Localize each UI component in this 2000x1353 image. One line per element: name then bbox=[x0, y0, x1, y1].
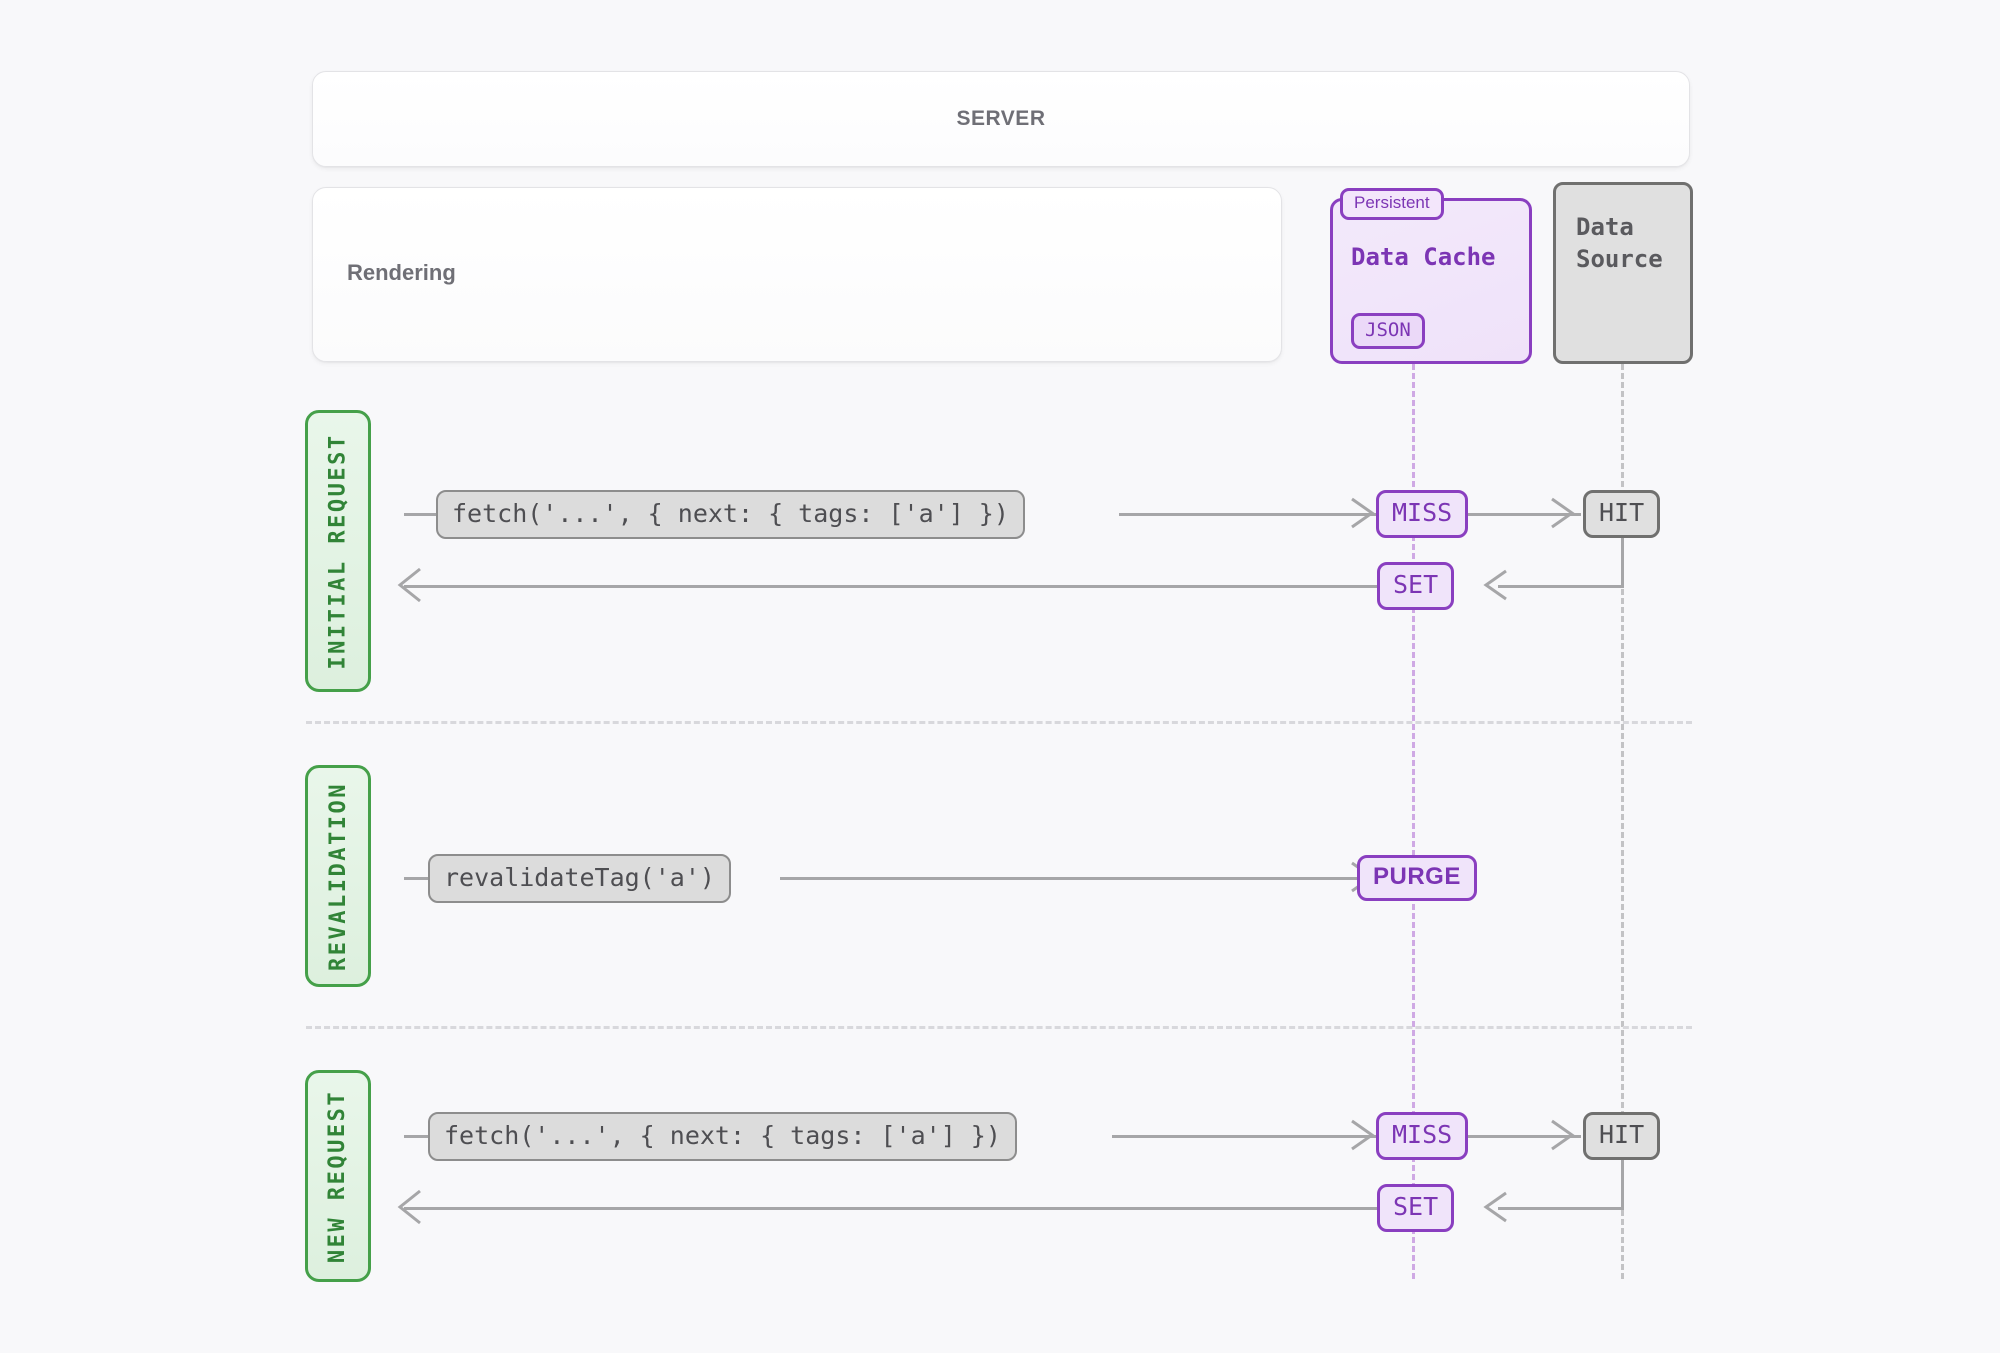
phase-label-new-request-text: NEW REQUEST bbox=[325, 1089, 351, 1263]
connector-hit-down-initial bbox=[1621, 530, 1624, 585]
badge-set-new: SET bbox=[1377, 1184, 1455, 1232]
connector-hit-to-set-new bbox=[1498, 1207, 1624, 1210]
badge-hit-initial: HIT bbox=[1583, 490, 1661, 538]
connector-miss-new-to-hit bbox=[1468, 1135, 1581, 1138]
persistent-badge: Persistent bbox=[1340, 188, 1444, 220]
badge-miss-initial: MISS bbox=[1376, 490, 1469, 538]
connector-initial-request-stub bbox=[404, 513, 438, 516]
connector-fetch-to-miss bbox=[1119, 513, 1376, 516]
badge-hit-new: HIT bbox=[1583, 1112, 1661, 1160]
json-chip: JSON bbox=[1351, 313, 1425, 349]
connector-set-to-render-new bbox=[404, 1207, 1379, 1210]
arrowhead-return-new bbox=[397, 1189, 421, 1225]
connector-revalidation-stub bbox=[404, 877, 432, 880]
section-separator-2 bbox=[306, 1026, 1692, 1029]
badge-purge: PURGE bbox=[1357, 855, 1477, 902]
connector-new-request-stub bbox=[404, 1135, 432, 1138]
arrowhead-hit-to-set bbox=[1483, 569, 1507, 601]
arrowhead-miss-to-hit bbox=[1551, 497, 1575, 529]
badge-miss-new: MISS bbox=[1376, 1112, 1469, 1160]
data-source-title: Data Source bbox=[1576, 211, 1663, 276]
data-cache-container: Data Cache JSON bbox=[1330, 198, 1532, 364]
connector-hit-to-set bbox=[1498, 585, 1624, 588]
connector-set-to-render-initial bbox=[404, 585, 1379, 588]
arrowhead-fetch-new-to-miss bbox=[1351, 1119, 1375, 1151]
data-source-line-2: Source bbox=[1576, 245, 1663, 274]
message-revalidate-tag: revalidateTag('a') bbox=[428, 854, 731, 903]
connector-miss-to-hit bbox=[1468, 513, 1581, 516]
phase-label-new-request: NEW REQUEST bbox=[305, 1070, 371, 1282]
message-fetch-new: fetch('...', { next: { tags: ['a'] }) bbox=[428, 1112, 1017, 1161]
arrowhead-miss-new-to-hit bbox=[1551, 1119, 1575, 1151]
rendering-label: Rendering bbox=[347, 260, 456, 285]
badge-set-initial: SET bbox=[1377, 562, 1455, 610]
arrowhead-fetch-to-miss bbox=[1351, 497, 1375, 529]
data-source-line-1: Data bbox=[1576, 213, 1634, 241]
data-cache-lifeline bbox=[1412, 364, 1415, 1279]
rendering-container: Rendering bbox=[312, 187, 1282, 362]
phase-label-revalidation-text: REVALIDATION bbox=[325, 781, 351, 971]
data-cache-title: Data Cache bbox=[1351, 243, 1496, 271]
arrowhead-hit-to-set-new bbox=[1483, 1191, 1507, 1223]
phase-label-initial-request: INITIAL REQUEST bbox=[305, 410, 371, 692]
server-container: SERVER bbox=[312, 71, 1690, 167]
phase-label-revalidation: REVALIDATION bbox=[305, 765, 371, 987]
server-title: SERVER bbox=[956, 107, 1046, 130]
message-fetch-initial: fetch('...', { next: { tags: ['a'] }) bbox=[436, 490, 1025, 539]
data-source-lifeline bbox=[1621, 364, 1624, 1279]
section-separator-1 bbox=[306, 721, 1692, 724]
connector-fetch-new-to-miss bbox=[1112, 1135, 1377, 1138]
arrowhead-return-initial bbox=[397, 567, 421, 603]
data-source-container: Data Source bbox=[1553, 182, 1693, 364]
phase-label-initial-request-text: INITIAL REQUEST bbox=[325, 432, 351, 670]
connector-revalidate-to-purge bbox=[780, 877, 1376, 880]
connector-hit-down-new bbox=[1621, 1152, 1624, 1207]
